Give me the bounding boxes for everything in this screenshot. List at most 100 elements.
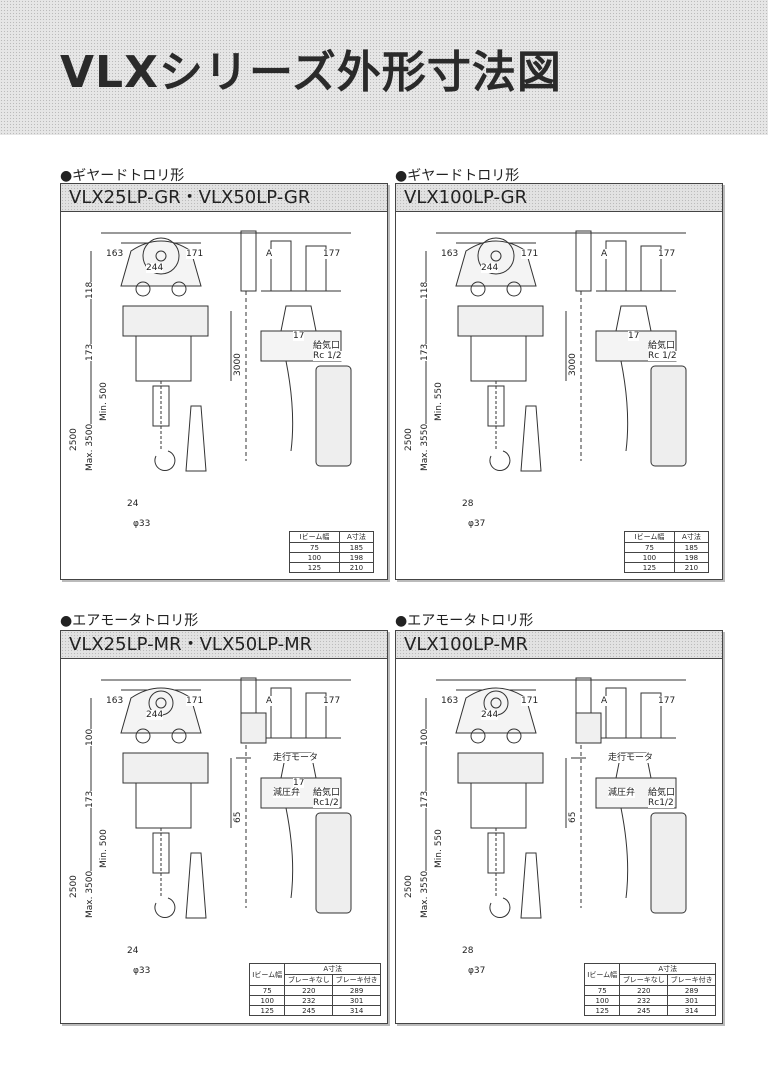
dimension-h1: 100 xyxy=(85,728,95,746)
table-header: A寸法 xyxy=(284,963,381,975)
hoist-drawing xyxy=(425,677,687,919)
dimension-d17: 17 xyxy=(293,778,305,788)
model-name: VLX100LP-GR xyxy=(396,184,722,212)
dimension-w1: 163 xyxy=(441,249,459,259)
dimension-w2: 171 xyxy=(186,696,204,706)
table-cell: 125 xyxy=(289,562,340,573)
table-cell: 125 xyxy=(248,1005,286,1016)
dimension-a: A xyxy=(601,696,608,706)
dimension-rc: Rc1/2 xyxy=(313,798,339,808)
dimension-valve: 減圧弁 xyxy=(608,788,636,798)
dimension-min: Min. 550 xyxy=(434,829,444,868)
dimension-a: A xyxy=(266,696,273,706)
table-cell: 75 xyxy=(248,985,286,996)
table-cell: 185 xyxy=(673,542,710,553)
table-cell: 75 xyxy=(583,985,621,996)
dimension-a2: 177 xyxy=(658,249,676,259)
table-header: A寸法 xyxy=(619,963,716,975)
dimension-air: 給気口 xyxy=(648,788,676,798)
dimension-motor: 走行モータ xyxy=(608,753,654,763)
dimension-lift: 2500 xyxy=(404,428,414,451)
dimension-rc: Rc 1/2 xyxy=(648,351,677,361)
page-title: VLXシリーズ外形寸法図 xyxy=(60,47,562,98)
dimension-w2: 171 xyxy=(521,696,539,706)
table-header: Iビーム幅 xyxy=(624,531,675,543)
dimension-h2: 173 xyxy=(85,343,95,361)
hoist-drawing xyxy=(90,230,352,472)
table-cell: 289 xyxy=(667,985,716,996)
dimension-w3: 244 xyxy=(481,263,499,273)
dimension-air: 給気口 xyxy=(313,788,341,798)
table-subheader: ブレーキなし xyxy=(284,974,334,986)
table-cell: 100 xyxy=(289,552,340,563)
table-cell: 245 xyxy=(284,1005,334,1016)
dimension-h2: 173 xyxy=(420,790,430,808)
section-label: ●エアモータトロリ形 xyxy=(60,613,199,629)
dimension-w3: 244 xyxy=(146,710,164,720)
table-cell: 289 xyxy=(332,985,381,996)
table-subheader: ブレーキ付き xyxy=(332,974,381,986)
model-name: VLX25LP-MR・VLX50LP-MR xyxy=(61,631,387,659)
table-cell: 100 xyxy=(248,995,286,1006)
dimension-w1: 163 xyxy=(441,696,459,706)
dimension-dia: φ37 xyxy=(468,519,486,529)
table-cell: 220 xyxy=(619,985,669,996)
dimension-h1: 100 xyxy=(420,728,430,746)
dimension-w2: 171 xyxy=(521,249,539,259)
dimension-hook: 24 xyxy=(127,946,139,956)
dimension-h1: 118 xyxy=(85,281,95,299)
dimension-rc: Rc 1/2 xyxy=(313,351,342,361)
table-cell: 125 xyxy=(583,1005,621,1016)
table-header: Iビーム幅 xyxy=(583,963,621,986)
table-header: Iビーム幅 xyxy=(248,963,286,986)
dimension-h2: 173 xyxy=(85,790,95,808)
dimension-w1: 163 xyxy=(106,696,124,706)
section-label: ●エアモータトロリ形 xyxy=(395,613,534,629)
dimension-lift: 2500 xyxy=(404,875,414,898)
dimension-min: Min. 550 xyxy=(434,382,444,421)
title-band xyxy=(0,0,768,135)
dimension-d17: 17 xyxy=(628,331,640,341)
section-label: ●ギヤードトロリ形 xyxy=(395,168,520,184)
dimension-h2: 173 xyxy=(420,343,430,361)
table-header: Iビーム幅 xyxy=(289,531,340,543)
dimension-valve: 減圧弁 xyxy=(273,788,301,798)
table-cell: 185 xyxy=(338,542,375,553)
table-header: A寸法 xyxy=(338,531,375,543)
table-cell: 198 xyxy=(338,552,375,563)
table-cell: 100 xyxy=(583,995,621,1006)
dimension-w3: 244 xyxy=(146,263,164,273)
dimension-a2: 177 xyxy=(323,249,341,259)
table-cell: 301 xyxy=(332,995,381,1006)
dimension-w2: 171 xyxy=(186,249,204,259)
table-cell: 314 xyxy=(332,1005,381,1016)
dimension-max: Max. 3500 xyxy=(85,870,95,918)
dimension-dia: φ37 xyxy=(468,966,486,976)
dimension-w1: 163 xyxy=(106,249,124,259)
dimension-d17: 17 xyxy=(293,331,305,341)
table-cell: 75 xyxy=(624,542,675,553)
model-name: VLX25LP-GR・VLX50LP-GR xyxy=(61,184,387,212)
table-header: A寸法 xyxy=(673,531,710,543)
table-cell: 232 xyxy=(284,995,334,1006)
dimension-max: Max. 3500 xyxy=(85,423,95,471)
dimension-a: A xyxy=(266,249,273,259)
dimension-max: Max. 3550 xyxy=(420,423,430,471)
dimension-dia: φ33 xyxy=(133,966,151,976)
dimension-lift: 2500 xyxy=(69,875,79,898)
dimension-a2: 177 xyxy=(323,696,341,706)
dimension-a: A xyxy=(601,249,608,259)
